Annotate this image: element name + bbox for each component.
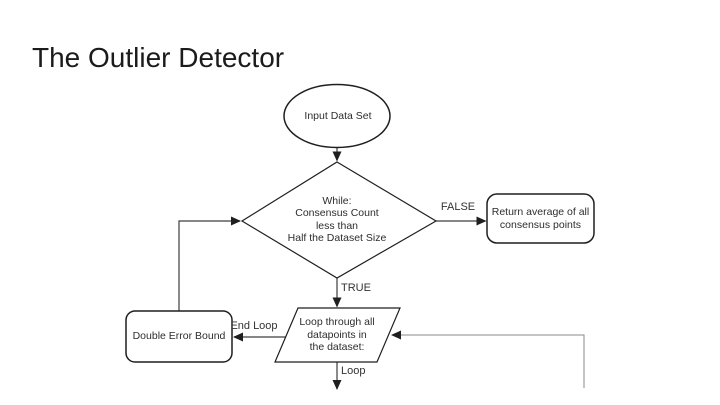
double-error-bound-box-shape [125, 310, 233, 363]
while-decision-diamond-shape [240, 161, 438, 279]
loop-datapoints-parallelogram-shape [274, 307, 401, 363]
connector-loopback-to-while [178, 216, 241, 311]
connector-right-loopback [391, 330, 585, 388]
input-ellipse-shape [283, 83, 391, 149]
slide-title: The Outlier Detector [32, 42, 285, 73]
return-average-box-shape [486, 193, 595, 244]
